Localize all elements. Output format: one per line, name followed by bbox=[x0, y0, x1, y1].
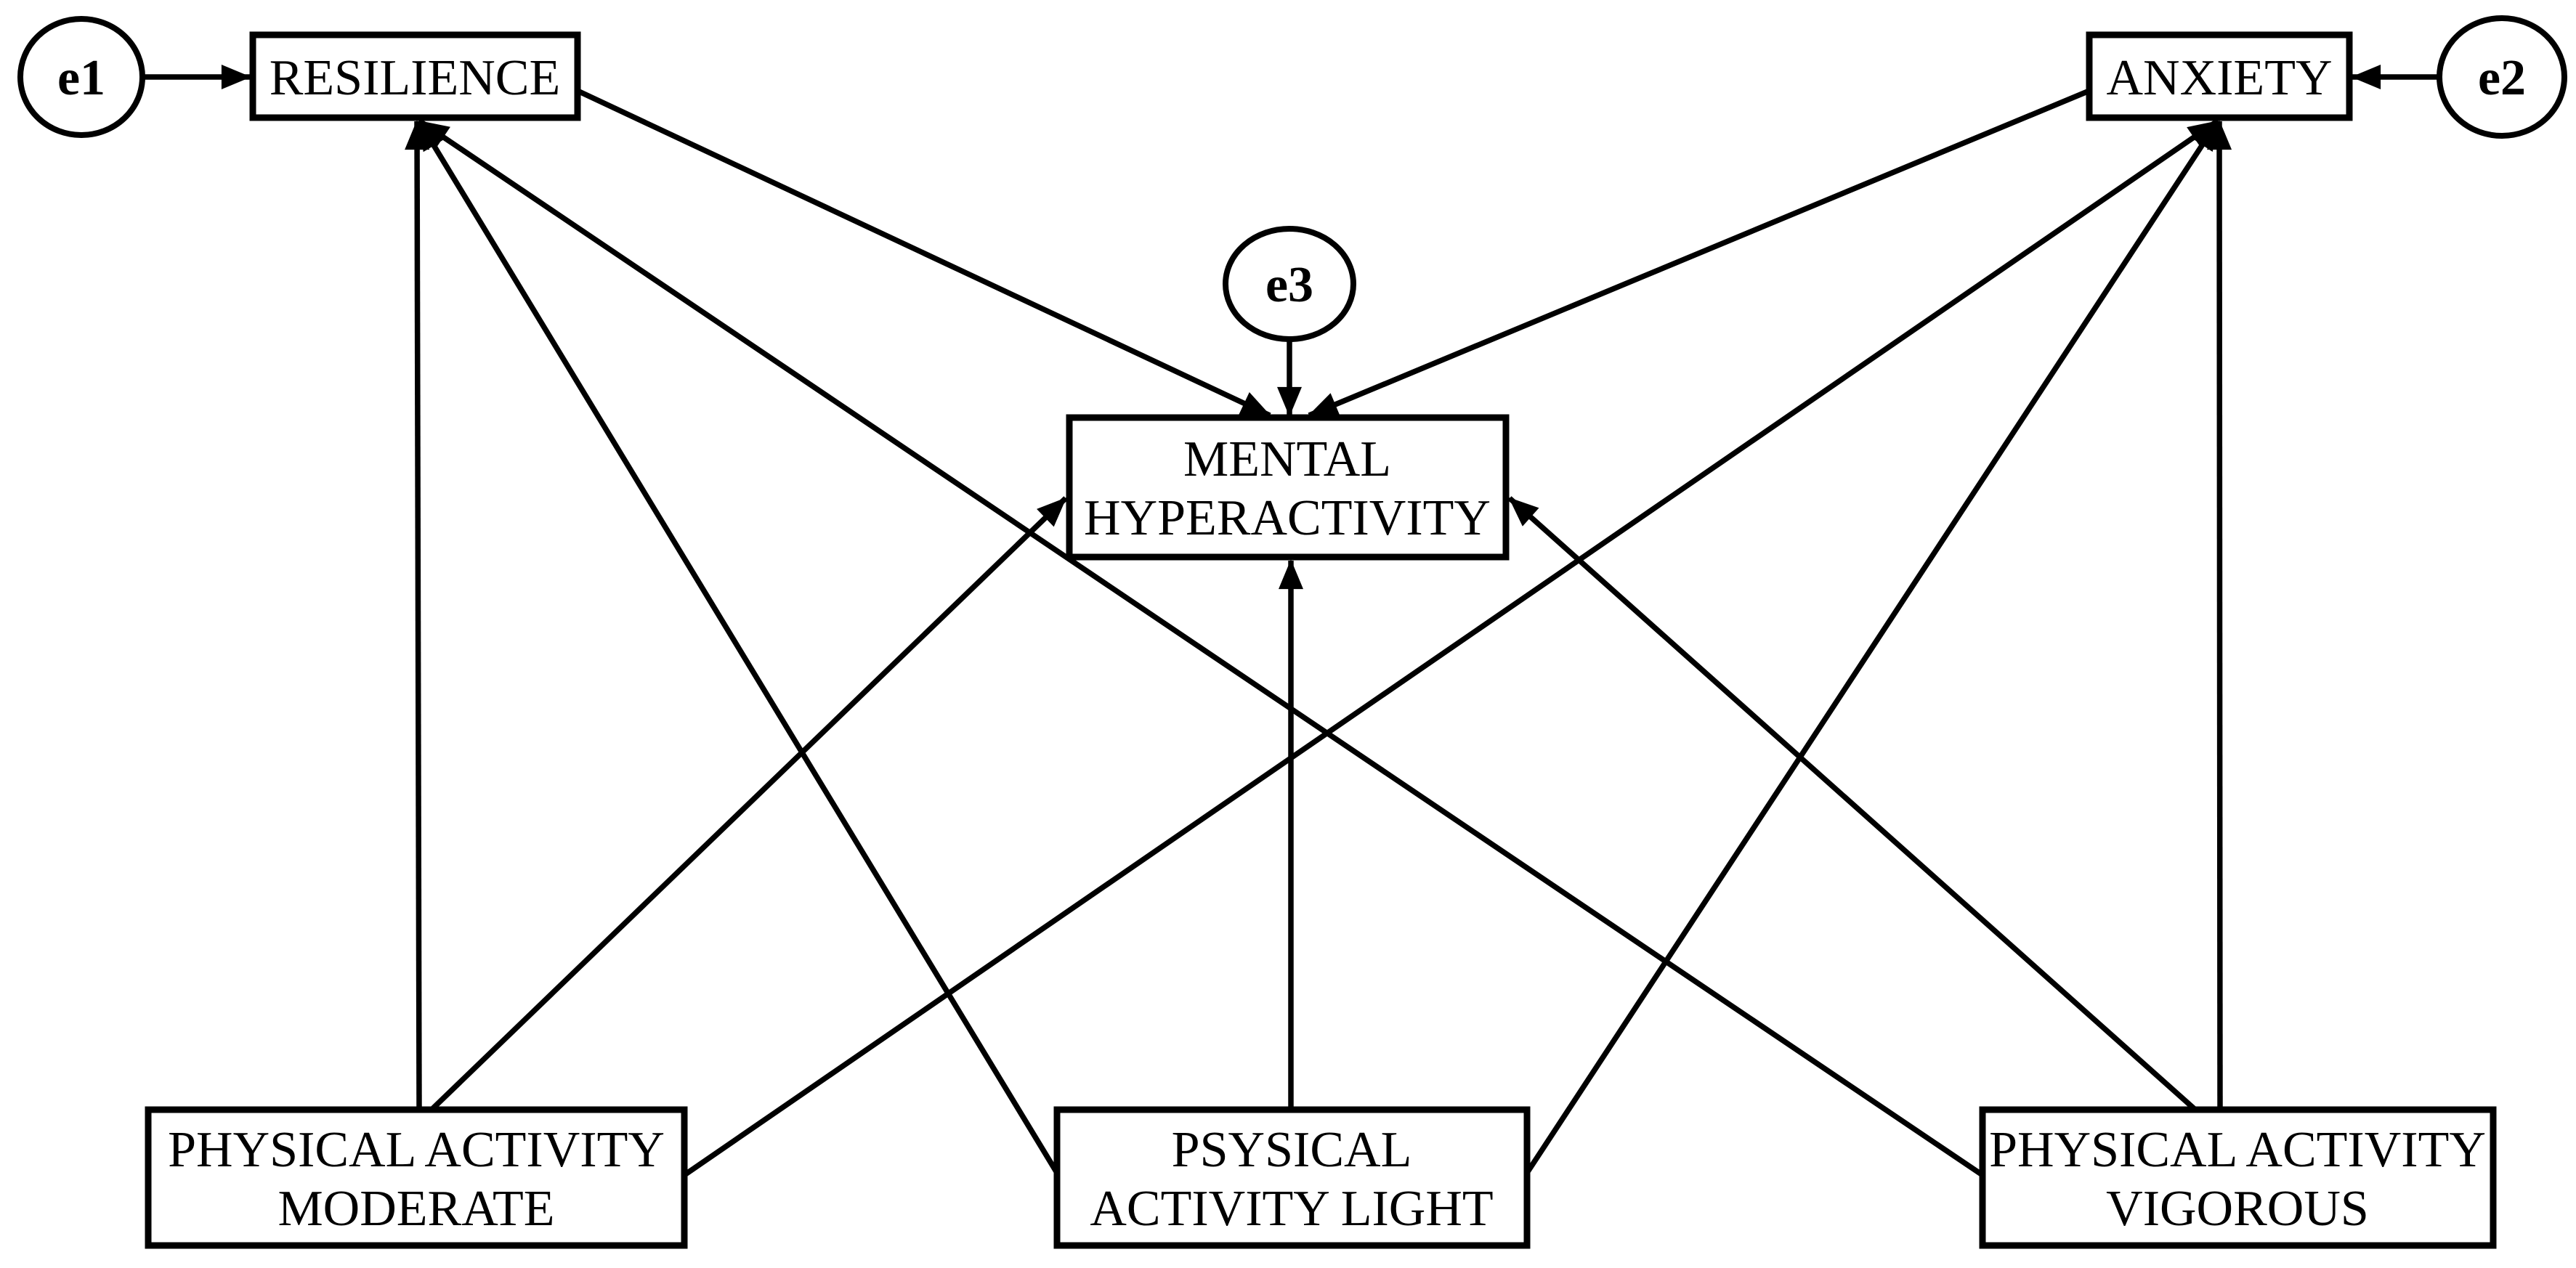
mental-hyperactivity-box bbox=[1066, 414, 1510, 561]
physical-activity-vigorous-label-line1: PHYSICAL ACTIVITY bbox=[1989, 1122, 2486, 1178]
physical-activity-moderate-label-line2: MODERATE bbox=[278, 1181, 554, 1237]
physical-activity-vigorous-box bbox=[1979, 1106, 2497, 1249]
e1-label: e1 bbox=[57, 50, 105, 106]
physical-activity-light-box bbox=[1053, 1106, 1531, 1249]
node-e1: e1 bbox=[17, 16, 145, 138]
edge-physical_activity_vigorous-to-resilience bbox=[418, 118, 1985, 1178]
node-resilience: RESILIENCE bbox=[249, 31, 581, 121]
node-physical-activity-vigorous: PHYSICAL ACTIVITY VIGOROUS bbox=[1979, 1106, 2497, 1249]
node-e2: e2 bbox=[2437, 15, 2567, 139]
edge-anxiety-to-mental_hyperactivity bbox=[1308, 88, 2091, 418]
edge-physical_activity_moderate-to-mental_hyperactivity bbox=[429, 496, 1068, 1112]
resilience-label: RESILIENCE bbox=[270, 50, 561, 106]
edge-physical_activity_vigorous-to-mental_hyperactivity bbox=[1507, 496, 2198, 1112]
node-mental-hyperactivity: MENTAL HYPERACTIVITY bbox=[1066, 414, 1510, 561]
physical-activity-light-label-line1: PSYSICAL bbox=[1172, 1122, 1412, 1178]
e2-label: e2 bbox=[2478, 50, 2526, 106]
e2-circle bbox=[2437, 15, 2567, 139]
node-physical-activity-moderate: PHYSICAL ACTIVITY MODERATE bbox=[145, 1106, 688, 1249]
node-e3: e3 bbox=[1223, 226, 1356, 342]
edge-physical_activity_light-to-resilience bbox=[416, 120, 1060, 1174]
node-physical-activity-light: PSYSICAL ACTIVITY LIGHT bbox=[1053, 1106, 1531, 1249]
e1-circle bbox=[17, 16, 145, 138]
physical-activity-moderate-box bbox=[145, 1106, 688, 1249]
physical-activity-light-label-line2: ACTIVITY LIGHT bbox=[1090, 1181, 1493, 1237]
physical-activity-vigorous-label-line2: VIGOROUS bbox=[2106, 1181, 2369, 1237]
mental-hyperactivity-label-line1: MENTAL bbox=[1183, 431, 1391, 487]
anxiety-box bbox=[2086, 31, 2353, 121]
edge-physical_activity_moderate-to-resilience bbox=[405, 120, 430, 1110]
edge-resilience-to-mental_hyperactivity bbox=[576, 88, 1271, 418]
mental-hyperactivity-label-line2: HYPERACTIVITY bbox=[1084, 490, 1491, 546]
edges-layer bbox=[142, 65, 2439, 1178]
edge-physical_activity_moderate-to-anxiety bbox=[682, 118, 2219, 1178]
e3-circle bbox=[1223, 226, 1356, 342]
edge-physical_activity_light-to-anxiety bbox=[1524, 119, 2221, 1175]
physical-activity-moderate-label-line1: PHYSICAL ACTIVITY bbox=[168, 1122, 665, 1178]
edge-physical_activity_vigorous-to-anxiety bbox=[2207, 120, 2232, 1110]
node-anxiety: ANXIETY bbox=[2086, 31, 2353, 121]
e3-label: e3 bbox=[1265, 257, 1313, 313]
anxiety-label: ANXIETY bbox=[2106, 50, 2332, 106]
resilience-box bbox=[249, 31, 581, 121]
